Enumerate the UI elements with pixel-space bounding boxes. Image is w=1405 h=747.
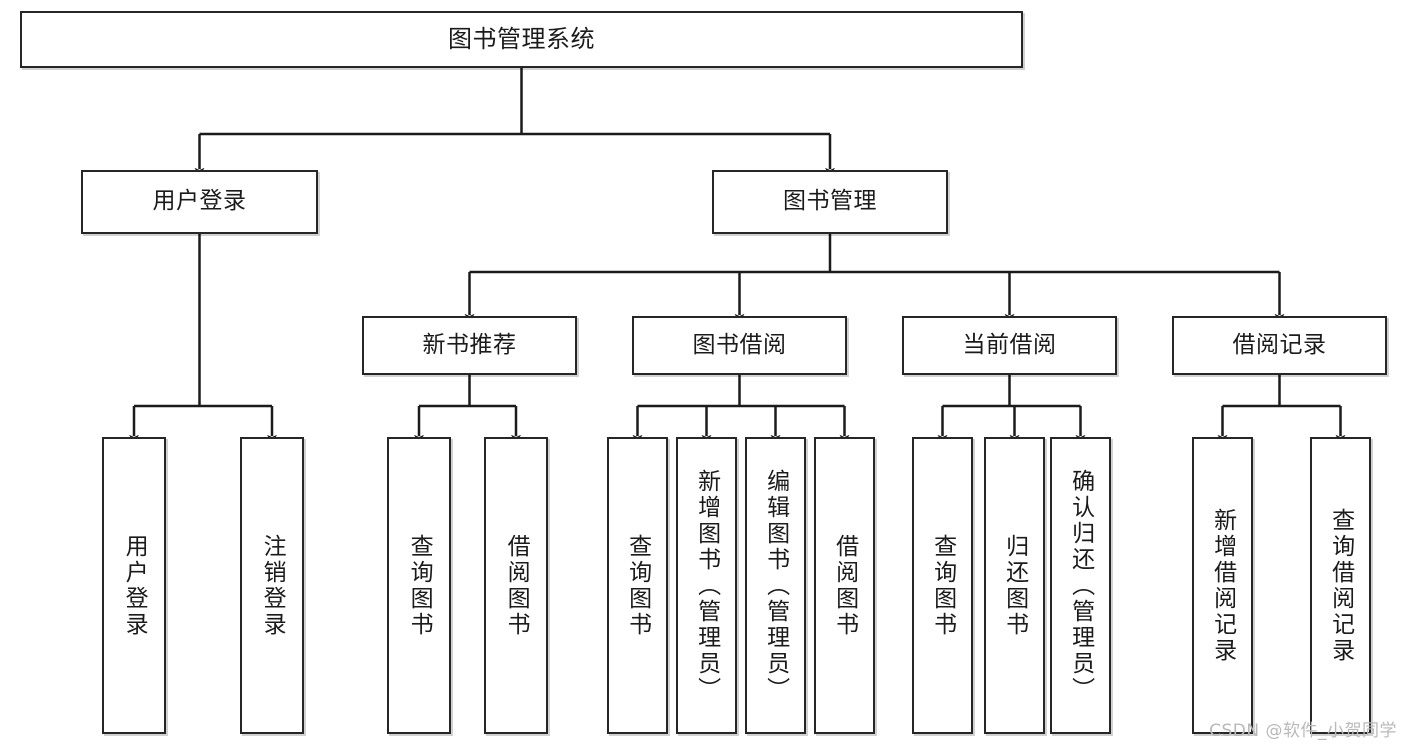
watermark-text: CSDN @软件_小贺同学 xyxy=(1209,721,1397,741)
node-box-current-borrow[interactable]: 当前借阅 xyxy=(902,316,1117,375)
node-label-leaf-cur-query: 查询图书 xyxy=(929,533,956,638)
node-box-leaf-rec-add[interactable]: 新增借阅记录 xyxy=(1192,437,1253,734)
node-box-leaf-borrow-query[interactable]: 查询图书 xyxy=(607,437,668,734)
node-label-new-book-rec: 新书推荐 xyxy=(422,331,517,358)
node-label-leaf-cur-confirm: 确认归还（管理员） xyxy=(1067,468,1094,703)
node-label-leaf-rec-add: 新增借阅记录 xyxy=(1209,507,1236,664)
node-label-leaf-rec-search: 查询借阅记录 xyxy=(1327,507,1354,664)
node-box-leaf-user-login[interactable]: 用户登录 xyxy=(102,437,166,734)
node-box-leaf-cur-query[interactable]: 查询图书 xyxy=(912,437,973,734)
node-box-leaf-borrow-add[interactable]: 新增图书（管理员） xyxy=(676,437,737,734)
node-label-leaf-rec-query: 查询图书 xyxy=(406,533,433,638)
node-label-user-login: 用户登录 xyxy=(152,188,247,215)
node-label-leaf-user-logout: 注销登录 xyxy=(259,533,286,638)
node-box-leaf-cur-return[interactable]: 归还图书 xyxy=(984,437,1045,734)
node-box-leaf-borrow-edit[interactable]: 编辑图书（管理员） xyxy=(745,437,806,734)
node-label-leaf-borrow-edit: 编辑图书（管理员） xyxy=(762,468,789,703)
node-label-leaf-cur-return: 归还图书 xyxy=(1001,533,1028,638)
node-label-leaf-user-login: 用户登录 xyxy=(121,533,148,638)
node-label-book-borrow: 图书借阅 xyxy=(692,331,787,358)
node-label-root: 图书管理系统 xyxy=(448,25,595,54)
node-box-root[interactable]: 图书管理系统 xyxy=(20,11,1023,68)
node-box-borrow-record[interactable]: 借阅记录 xyxy=(1172,316,1387,375)
node-box-leaf-rec-search[interactable]: 查询借阅记录 xyxy=(1310,437,1371,734)
node-box-leaf-user-logout[interactable]: 注销登录 xyxy=(240,437,304,734)
node-label-book-manage: 图书管理 xyxy=(783,188,877,215)
node-box-leaf-cur-confirm[interactable]: 确认归还（管理员） xyxy=(1050,437,1111,734)
node-box-leaf-rec-query[interactable]: 查询图书 xyxy=(387,437,451,734)
node-box-leaf-rec-borrow[interactable]: 借阅图书 xyxy=(484,437,548,734)
node-box-user-login[interactable]: 用户登录 xyxy=(81,170,318,234)
node-box-new-book-rec[interactable]: 新书推荐 xyxy=(362,316,577,375)
node-label-leaf-borrow-add: 新增图书（管理员） xyxy=(693,468,720,703)
node-box-leaf-borrow-lend[interactable]: 借阅图书 xyxy=(814,437,875,734)
node-label-leaf-borrow-lend: 借阅图书 xyxy=(831,533,858,638)
node-label-leaf-rec-borrow: 借阅图书 xyxy=(503,533,530,638)
connector-edges xyxy=(129,68,1346,444)
node-label-borrow-record: 借阅记录 xyxy=(1232,331,1327,358)
node-label-current-borrow: 当前借阅 xyxy=(962,331,1057,358)
node-label-leaf-borrow-query: 查询图书 xyxy=(624,533,651,638)
node-box-book-borrow[interactable]: 图书借阅 xyxy=(632,316,847,375)
node-box-book-manage[interactable]: 图书管理 xyxy=(712,170,948,234)
